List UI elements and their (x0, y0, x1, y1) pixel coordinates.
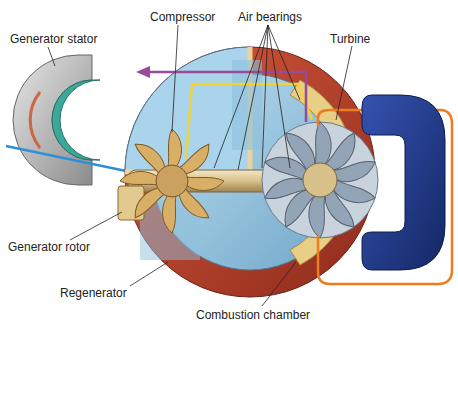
end-cover (362, 95, 445, 270)
part-label: Generator stator (10, 32, 97, 46)
flow-arrow (148, 72, 306, 122)
generator-stator (13, 55, 100, 185)
compressor-wheel (120, 129, 224, 233)
part-label: Regenerator (60, 286, 127, 300)
leader-lines (48, 25, 352, 306)
part-label: Air bearings (238, 10, 302, 24)
part-label: Turbine (330, 32, 370, 46)
part-label: Generator rotor (8, 240, 90, 254)
part-label: Combustion chamber (196, 308, 310, 322)
arrowhead (136, 66, 150, 78)
turbine-wheel (261, 122, 378, 238)
part-label: Compressor (150, 10, 215, 24)
